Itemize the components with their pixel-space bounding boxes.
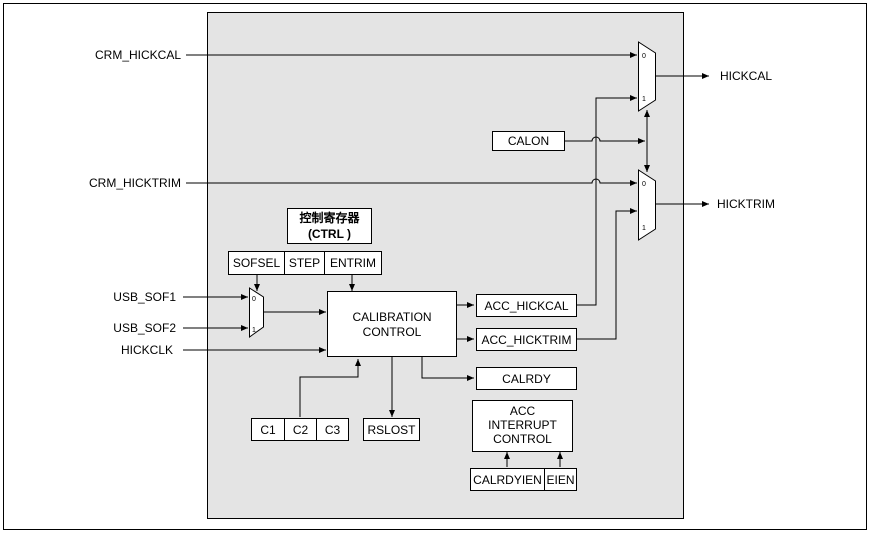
label-usb-sof2: USB_SOF2 — [113, 321, 176, 335]
ctrl-field-sofsel: SOFSEL — [228, 251, 285, 275]
svg-text:CONTROL: CONTROL — [493, 432, 552, 446]
svg-text:SOFSEL: SOFSEL — [233, 256, 281, 270]
rslost-register: RSLOST — [363, 418, 420, 441]
calon-register: CALON — [492, 131, 565, 151]
wire-c-to-cal — [299, 359, 361, 417]
svg-text:ACC_HICKTRIM: ACC_HICKTRIM — [481, 333, 571, 347]
acc-hicktrim-register: ACC_HICKTRIM — [476, 328, 577, 351]
label-crm-hicktrim: CRM_HICKTRIM — [89, 176, 181, 190]
svg-text:CALRDY: CALRDY — [502, 372, 551, 386]
mux-hickcal: 0 1 — [638, 41, 656, 112]
ctrl-field-entrim: ENTRIM — [324, 251, 382, 275]
svg-text:ENTRIM: ENTRIM — [330, 256, 376, 270]
svg-text:INTERRUPT: INTERRUPT — [488, 418, 557, 432]
acc-hickcal-register: ACC_HICKCAL — [476, 294, 577, 317]
svg-text:0: 0 — [642, 181, 646, 188]
eien-field: EIEN — [544, 468, 577, 491]
label-usb-sof1: USB_SOF1 — [113, 290, 176, 304]
svg-text:ACC_HICKCAL: ACC_HICKCAL — [484, 299, 568, 313]
wire-cal-to-calrdy — [421, 357, 474, 381]
svg-text:C1: C1 — [260, 423, 276, 437]
c1-register: C1 — [251, 418, 285, 441]
mux-usb-sof: 0 1 — [249, 287, 264, 338]
label-out-hickcal: HICKCAL — [720, 69, 772, 83]
calibration-control-block: CALIBRATION CONTROL — [327, 291, 457, 357]
svg-text:CALRDYIEN: CALRDYIEN — [473, 473, 542, 487]
svg-text:1: 1 — [642, 225, 646, 232]
svg-text:CONTROL: CONTROL — [363, 325, 422, 339]
svg-text:CALIBRATION: CALIBRATION — [352, 310, 431, 324]
svg-text:CALON: CALON — [508, 134, 549, 148]
svg-text:RSLOST: RSLOST — [367, 423, 416, 437]
c2-register: C2 — [284, 418, 317, 441]
svg-text:1: 1 — [642, 96, 646, 103]
label-hickclk: HICKCLK — [121, 343, 173, 357]
interrupt-control-block: ACC INTERRUPT CONTROL — [472, 400, 573, 452]
ctrl-field-step: STEP — [284, 251, 325, 275]
calrdyien-field: CALRDYIEN — [470, 468, 545, 491]
ctrl-register-title: 控制寄存器 (CTRL ) — [287, 208, 372, 244]
svg-text:ACC: ACC — [510, 404, 536, 418]
svg-text:控制寄存器: 控制寄存器 — [299, 210, 360, 225]
svg-text:(CTRL ): (CTRL ) — [308, 227, 351, 241]
calrdy-register: CALRDY — [476, 367, 577, 390]
mux-hicktrim: 0 1 — [638, 169, 656, 241]
svg-text:0: 0 — [642, 53, 646, 60]
label-out-hicktrim: HICKTRIM — [717, 197, 775, 211]
wire-acc-hicktrim — [577, 208, 637, 340]
label-crm-hickcal: CRM_HICKCAL — [95, 48, 181, 62]
svg-text:1: 1 — [252, 327, 256, 334]
c3-register: C3 — [316, 418, 349, 441]
svg-text:C2: C2 — [293, 423, 309, 437]
svg-text:C3: C3 — [325, 423, 341, 437]
wire-acc-hickcal — [577, 95, 637, 306]
svg-text:0: 0 — [252, 296, 256, 303]
svg-text:EIEN: EIEN — [546, 473, 574, 487]
svg-text:STEP: STEP — [289, 256, 320, 270]
